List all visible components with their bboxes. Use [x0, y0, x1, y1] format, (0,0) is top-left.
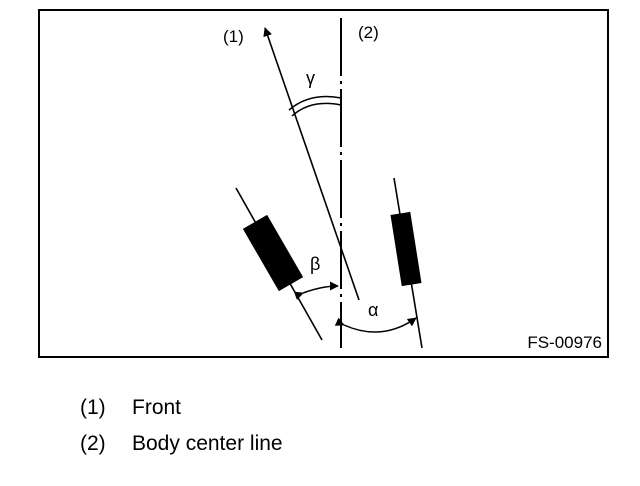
- legend-number: (1): [80, 396, 106, 419]
- wheel-alignment-diagram: (1) (2) γ β α FS-00976: [38, 9, 609, 358]
- callout-1-label: (1): [223, 27, 244, 46]
- legend-number: (2): [80, 432, 106, 455]
- legend-label: Front: [132, 396, 182, 419]
- legend-item-body-center-line: (2) Body center line: [80, 426, 283, 462]
- right-wheel: [390, 177, 423, 349]
- alpha-angle-arc: [334, 317, 417, 333]
- beta-angle-arc: [293, 281, 339, 301]
- legend: (1) Front (2) Body center line: [80, 390, 283, 462]
- figure-code: FS-00976: [527, 333, 602, 352]
- gamma-angle-arc: [288, 95, 342, 111]
- gamma-angle-arc-inner: [291, 102, 342, 117]
- diagram-frame: [38, 9, 609, 358]
- alpha-label: α: [368, 300, 378, 320]
- front-direction-arrow: [263, 27, 360, 301]
- legend-item-front: (1) Front: [80, 390, 283, 426]
- beta-label: β: [310, 254, 320, 274]
- gamma-label: γ: [306, 68, 315, 88]
- callout-2-label: (2): [358, 23, 379, 42]
- legend-label: Body center line: [132, 432, 283, 455]
- left-wheel: [235, 187, 323, 341]
